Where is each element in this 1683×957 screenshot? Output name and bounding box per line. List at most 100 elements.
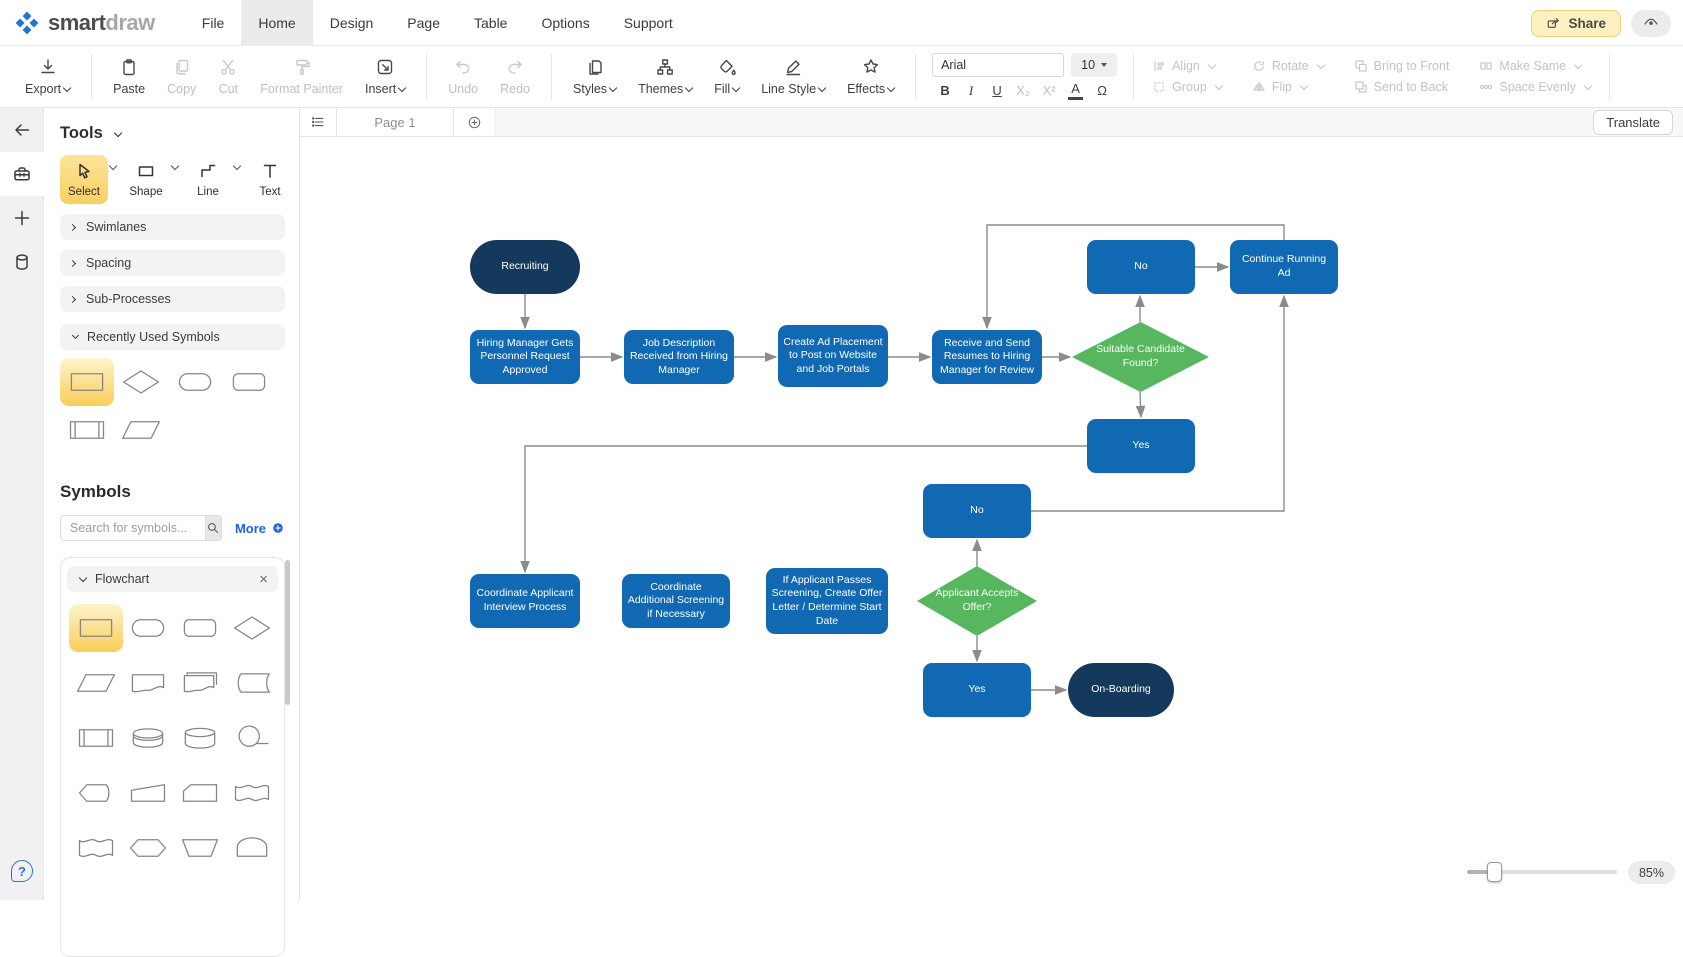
styles-button[interactable]: Styles [562, 46, 627, 107]
chevron-down-icon[interactable] [170, 161, 180, 171]
symbol-process[interactable] [69, 604, 123, 652]
symbol-decision[interactable] [225, 604, 279, 652]
font-color-button[interactable]: A [1068, 82, 1084, 100]
symbol-stored-data[interactable] [225, 659, 279, 707]
node-continue-ad[interactable]: Continue Running Ad [1230, 240, 1338, 294]
undo-button[interactable]: Undo [437, 46, 489, 107]
decision1-to-yes1-connector[interactable] [1135, 391, 1146, 419]
menu-support[interactable]: Support [623, 14, 673, 31]
font-family-input[interactable] [932, 53, 1065, 78]
group-button[interactable]: Group [1152, 80, 1224, 94]
symbol-terminator[interactable] [121, 604, 175, 652]
superscript-button[interactable]: X² [1042, 83, 1056, 99]
menu-design[interactable]: Design [329, 14, 374, 31]
node-yes-2[interactable]: Yes [923, 663, 1031, 717]
symbol-off-page-connector[interactable] [225, 824, 279, 872]
node-job-description[interactable]: Job Description Received from Hiring Man… [624, 330, 734, 384]
section-sub-processes[interactable]: Sub-Processes [60, 286, 285, 312]
tool-line[interactable]: Line [184, 155, 232, 204]
symbol-alternate-process[interactable] [173, 604, 227, 652]
copy-button[interactable]: Copy [156, 46, 207, 107]
redo-button[interactable]: Redo [489, 46, 541, 107]
rail-back-button[interactable] [0, 108, 44, 152]
symbol-predefined-process[interactable] [69, 714, 123, 762]
symbol-magnetic-disk[interactable] [121, 714, 175, 762]
symbol-data[interactable] [69, 659, 123, 707]
symbol-punched-tape[interactable] [225, 769, 279, 817]
insert-button[interactable]: Insert [354, 46, 416, 107]
node-yes-1[interactable]: Yes [1087, 419, 1195, 473]
symbol-document[interactable] [121, 659, 175, 707]
node-coordinate-interview[interactable]: Coordinate Applicant Interview Process [470, 574, 580, 628]
node-no-1[interactable]: No [1087, 240, 1195, 294]
node-offer-letter[interactable]: If Applicant Passes Screening, Create Of… [766, 568, 888, 634]
symbol-process[interactable] [60, 358, 114, 406]
font-size-select[interactable]: 10 [1071, 53, 1118, 78]
page-list-button[interactable] [300, 108, 336, 136]
subscript-button[interactable]: X₂ [1016, 83, 1030, 99]
flowchart-section-header[interactable]: Flowchart × [67, 566, 278, 592]
translate-button[interactable]: Translate [1593, 109, 1673, 135]
symbol-tape[interactable] [69, 824, 123, 872]
symbol-multi-document[interactable] [173, 659, 227, 707]
zoom-slider-handle[interactable] [1487, 862, 1502, 882]
make-same-button[interactable]: Make Same [1479, 59, 1590, 73]
more-symbols-link[interactable]: More [235, 521, 285, 536]
cut-button[interactable]: Cut [207, 46, 249, 107]
bold-button[interactable]: B [940, 83, 950, 99]
symbol-terminator[interactable] [168, 358, 222, 406]
effects-button[interactable]: Effects [836, 46, 905, 107]
export-button[interactable]: Export [14, 46, 81, 107]
help-button[interactable]: ? [11, 860, 33, 882]
symbol-alternate-process[interactable] [222, 358, 276, 406]
send-to-back-button[interactable]: Send to Back [1354, 80, 1450, 94]
symbol-card[interactable] [173, 769, 227, 817]
bring-to-front-button[interactable]: Bring to Front [1354, 59, 1449, 73]
node-receive-resumes[interactable]: Receive and Send Resumes to Hiring Manag… [932, 330, 1042, 384]
tool-select[interactable]: Select [60, 155, 108, 204]
paste-button[interactable]: Paste [102, 46, 156, 107]
symbol-search-button[interactable] [205, 515, 222, 541]
tools-header[interactable]: Tools [60, 124, 285, 143]
special-character-button[interactable]: Ω [1097, 83, 1107, 99]
continue-loop-to-receive-connector[interactable] [982, 224, 1285, 330]
share-button[interactable]: Share [1531, 9, 1621, 37]
tool-text[interactable]: Text [246, 155, 294, 204]
page-tab[interactable]: Page 1 [336, 108, 454, 136]
themes-button[interactable]: Themes [627, 46, 703, 107]
rail-data-button[interactable] [0, 240, 44, 284]
no2-to-continue-connector[interactable] [1031, 294, 1289, 512]
symbol-manual-input[interactable] [121, 769, 175, 817]
symbol-preparation[interactable] [121, 824, 175, 872]
format-painter-button[interactable]: Format Painter [249, 46, 354, 107]
presentation-view-button[interactable] [1631, 9, 1671, 37]
line-style-button[interactable]: Line Style [750, 46, 836, 107]
symbol-search-input[interactable] [60, 515, 205, 541]
node-additional-screening[interactable]: Coordinate Additional Screening if Neces… [622, 574, 730, 628]
rail-add-button[interactable] [0, 196, 44, 240]
tool-shape[interactable]: Shape [122, 155, 170, 204]
zoom-slider-track[interactable] [1467, 870, 1617, 874]
menu-home[interactable]: Home [241, 0, 313, 45]
section-recently-used[interactable]: Recently Used Symbols [60, 324, 285, 350]
underline-button[interactable]: U [992, 83, 1002, 99]
node-create-ad[interactable]: Create Ad Placement to Post on Website a… [778, 325, 888, 387]
flip-button[interactable]: Flip [1252, 80, 1324, 94]
node-no-2[interactable]: No [923, 484, 1031, 538]
symbol-display[interactable] [69, 769, 123, 817]
section-spacing[interactable]: Spacing [60, 250, 285, 276]
chevron-down-icon[interactable] [232, 161, 242, 171]
symbol-direct-access-storage[interactable] [173, 714, 227, 762]
rotate-button[interactable]: Rotate [1252, 59, 1325, 73]
space-evenly-button[interactable]: Space Evenly [1479, 80, 1593, 94]
symbol-predefined-process[interactable] [60, 406, 114, 454]
node-recruiting[interactable]: Recruiting [470, 240, 580, 294]
symbols-scrollbar[interactable] [285, 560, 290, 705]
add-page-button[interactable] [454, 108, 496, 136]
chevron-down-icon[interactable] [108, 161, 118, 171]
symbol-manual-operation[interactable] [173, 824, 227, 872]
italic-button[interactable]: I [968, 82, 974, 98]
symbol-data[interactable] [114, 406, 168, 454]
section-swimlanes[interactable]: Swimlanes [60, 214, 285, 240]
